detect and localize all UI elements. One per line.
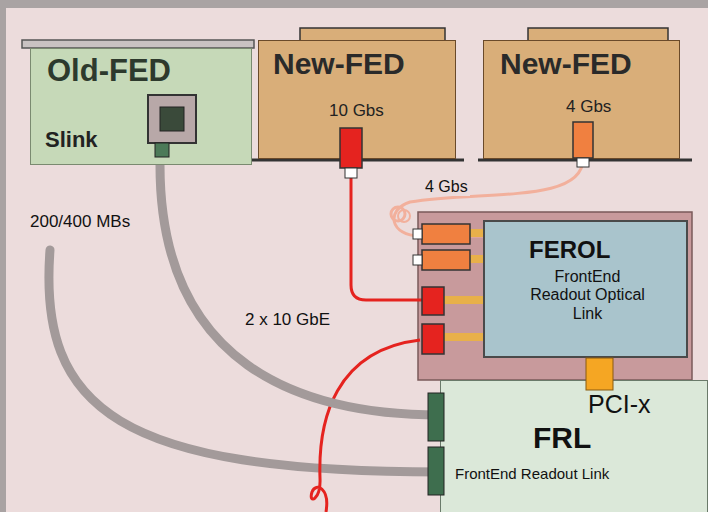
ethernet-cable [311,340,420,512]
annotation-label: PCI-x [588,390,651,419]
edge-label: 4 Gbs [423,178,470,196]
node-title: FEROL [529,236,610,264]
fiber-loop [398,210,410,222]
node-title: New-FED [273,47,405,82]
annotation-label: 2 x 10 GbE [245,310,330,330]
cable-connector [160,165,440,415]
trace [470,255,483,263]
node-text: FrontEnd Readout Optical Link [525,268,650,323]
board-box: FRL FrontEnd Readout Link [440,380,708,512]
board-box: Old-FED Slink [30,48,252,165]
annotation-label: 200/400 MBs [30,212,130,232]
transceiver [422,324,444,354]
transceiver [422,250,470,270]
trace [470,229,483,237]
trace [444,333,483,341]
frame-top [0,0,708,8]
node-title: Old-FED [47,53,171,89]
board-rail [22,40,254,48]
board-box: FEROL FrontEnd Readout Optical Link [483,220,688,358]
node-text: Slink [45,127,98,152]
board-box: New-FED 10 Gbs [258,40,456,159]
transceiver-tip [577,158,589,167]
cable-connector [351,159,483,300]
transceiver-tip [345,168,357,178]
node-text: 4 Gbs [566,97,611,117]
frame-left [0,0,6,512]
transceiver-tip [413,255,422,265]
board-box: New-FED 4 Gbs [483,40,680,159]
node-text: 10 Gbs [329,101,384,121]
transceiver [422,287,444,315]
node-text: FrontEnd Readout Link [455,465,609,482]
transceiver [422,224,470,244]
node-title: FRL [533,421,591,456]
transceiver-tip [413,229,422,239]
node-title: New-FED [500,47,632,82]
trace [444,296,483,304]
